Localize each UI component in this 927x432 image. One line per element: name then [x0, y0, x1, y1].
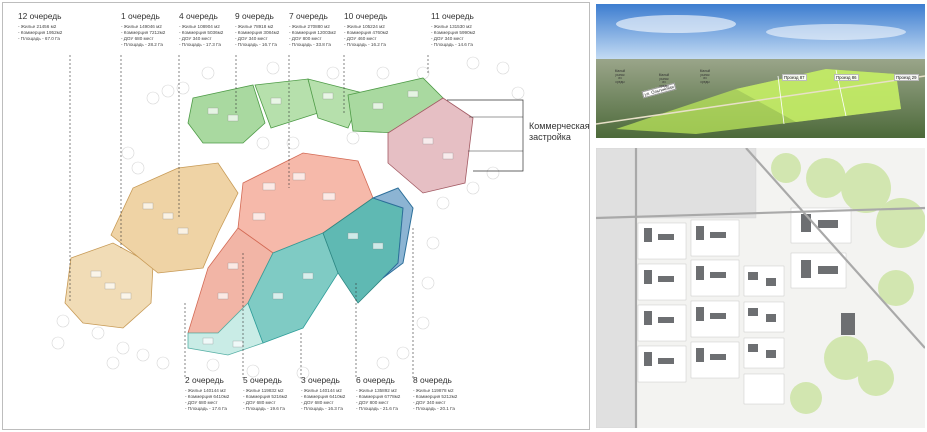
queue-4-info: 4 очередь - Жилье 108904 м2 - Коммерция … — [179, 11, 223, 48]
queue-2-line: - Жилье 140144 м2 — [185, 388, 226, 393]
queue-3-title: 3 очередь — [301, 375, 340, 385]
commercial-note: Коммерческая застройка — [529, 121, 590, 142]
queue-6-line: - Площадь - 21.6 Га — [356, 406, 398, 411]
queue-9-line: - ДОУ 340 мест — [235, 36, 268, 41]
queue-7-title: 7 очередь — [289, 11, 328, 21]
queue-11-title: 11 очередь — [431, 11, 474, 21]
queue-12-title: 12 очередь — [18, 11, 62, 21]
commercial-bracket — [447, 99, 524, 172]
queue-5-line: - Жилье 119832 м2 — [243, 388, 284, 393]
zone-q8 — [371, 187, 414, 279]
queue-7-line: - Жилье 270880 м2 — [289, 24, 330, 29]
queue-4-line: - Жилье 108904 м2 — [179, 24, 220, 29]
photo-label-1: Проезд 87 — [782, 74, 807, 81]
queue-1-line: - ДОУ 680 мест — [121, 36, 154, 41]
queue-1-line: - Площадь - 28.2 Га — [121, 42, 163, 47]
queue-9-title: 9 очередь — [235, 11, 274, 21]
queue-2-line: - Коммерция 6410м2 — [185, 394, 230, 399]
queue-5-line: - Коммерция 5216м2 — [243, 394, 288, 399]
queue-1-info: 1 очередь - Жилье 149046 м2 - Коммерция … — [121, 11, 165, 48]
queue-10-line: - Коммерция 4760м2 — [344, 30, 389, 35]
queue-8-line: - Коммерция 5212м2 — [413, 394, 458, 399]
zone-q11 — [387, 97, 474, 194]
building-blocks — [90, 90, 454, 348]
queue-10-title: 10 очередь — [344, 11, 388, 21]
master-plan-panel: 12 очередь - Жилье 21456 м2 - Коммерция … — [2, 2, 590, 430]
aerial-photo-drawing — [596, 4, 925, 138]
queue-9-line: - Жилье 78918 м2 — [235, 24, 274, 29]
queue-7-line: - Коммерция 12003м2 — [289, 30, 336, 35]
queue-6-title: 6 очередь — [356, 375, 395, 385]
queue-11-line: - ДОУ 340 мест — [431, 36, 464, 41]
queue-5-line: - ДОУ 680 мест — [243, 400, 276, 405]
queue-4-line: - Площадь - 17.3 Га — [179, 42, 221, 47]
queue-11-line: - Коммерция 5990м2 — [431, 30, 476, 35]
queue-1-line: - Коммерция 7212м2 — [121, 30, 166, 35]
queue-1-title: 1 очередь — [121, 11, 160, 21]
queue-8-title: 8 очередь — [413, 375, 452, 385]
queue-12-line: - Коммерция 1952м2 — [18, 30, 63, 35]
queue-6-line: - Жилье 135892 м2 — [356, 388, 397, 393]
master-plan-drawing — [51, 55, 525, 380]
queue-5-line: - Площадь - 19.6 Га — [243, 406, 285, 411]
queue-7-info: 7 очередь - Жилье 270880 м2 - Коммерция … — [289, 11, 336, 48]
queue-9-info: 9 очередь - Жилье 78918 м2 - Коммерция 3… — [235, 11, 279, 48]
queue-8-line: - Жилье 119878 м2 — [413, 388, 454, 393]
queue-2-line: - Площадь - 17.6 Га — [185, 406, 227, 411]
zone-q4 — [187, 84, 266, 144]
site-map — [596, 148, 925, 428]
zone-q7a — [307, 78, 364, 129]
site-map-drawing — [596, 148, 925, 428]
queue-3-line: - Жилье 140144 м2 — [301, 388, 342, 393]
queue-10-line: - ДОУ 460 мест — [344, 36, 377, 41]
queue-5-info: 5 очередь - Жилье 119832 м2 - Коммерция … — [243, 375, 287, 412]
photo-label-2: Проезд 86 — [834, 74, 859, 81]
queue-10-line: - Площадь - 16.2 Га — [344, 42, 386, 47]
queue-4-line: - Коммерция 5036м2 — [179, 30, 224, 35]
queue-10-info: 10 очередь - Жилье 105224 м2 - Коммерция… — [344, 11, 388, 48]
queue-8-line: - ДОУ 340 мест — [413, 400, 446, 405]
queue-2-title: 2 очередь — [185, 375, 224, 385]
queue-3-line: - ДОУ 680 мест — [301, 400, 334, 405]
leader-lines — [69, 55, 429, 378]
surrounding-trees — [51, 56, 525, 380]
queue-11-line: - Жилье 131530 м2 — [431, 24, 472, 29]
queue-9-line: - Коммерция 3084м2 — [235, 30, 280, 35]
queue-10-line: - Жилье 105224 м2 — [344, 24, 385, 29]
zone-q1 — [110, 162, 239, 274]
queue-7-line: - ДОУ 800 мест — [289, 36, 322, 41]
queue-2-info: 2 очередь - Жилье 140144 м2 - Коммерция … — [185, 375, 229, 412]
queue-6-info: 6 очередь - Жилье 135892 м2 - Коммерция … — [356, 375, 400, 412]
queue-3-line: - Коммерция 6410м2 — [301, 394, 346, 399]
queue-4-line: - ДОУ 340 мест — [179, 36, 212, 41]
queue-7-line: - Площадь - 33.8 Га — [289, 42, 331, 47]
queue-12-info: 12 очередь - Жилье 21456 м2 - Коммерция … — [18, 11, 62, 42]
queue-3-info: 3 очередь - Жилье 140144 м2 - Коммерция … — [301, 375, 345, 412]
queue-5-title: 5 очередь — [243, 375, 282, 385]
queue-4-title: 4 очередь — [179, 11, 218, 21]
queue-6-line: - Коммерция 6778м2 — [356, 394, 401, 399]
queue-8-info: 8 очередь - Жилье 119878 м2 - Коммерция … — [413, 375, 457, 412]
queue-11-info: 11 очередь - Жилье 131530 м2 - Коммерция… — [431, 11, 475, 48]
queue-11-line: - Площадь - 14.6 Га — [431, 42, 473, 47]
queue-3-line: - Площадь - 16.3 Га — [301, 406, 343, 411]
photo-label-3: Проезд 29 — [894, 74, 919, 81]
queue-12-line: - Площадь - 67.0 Га — [18, 36, 60, 41]
aerial-photo: Проезд 87 Проезд 86 Проезд 29 ул. Ольгин… — [596, 4, 925, 138]
queue-2-line: - ДОУ 680 мест — [185, 400, 218, 405]
queue-1-line: - Жилье 149046 м2 — [121, 24, 162, 29]
queue-9-line: - Площадь - 16.7 Га — [235, 42, 277, 47]
queue-6-line: - ДОУ 800 мест — [356, 400, 389, 405]
queue-12-line: - Жилье 21456 м2 — [18, 24, 57, 29]
queue-8-line: - Площадь - 20.1 Га — [413, 406, 455, 411]
